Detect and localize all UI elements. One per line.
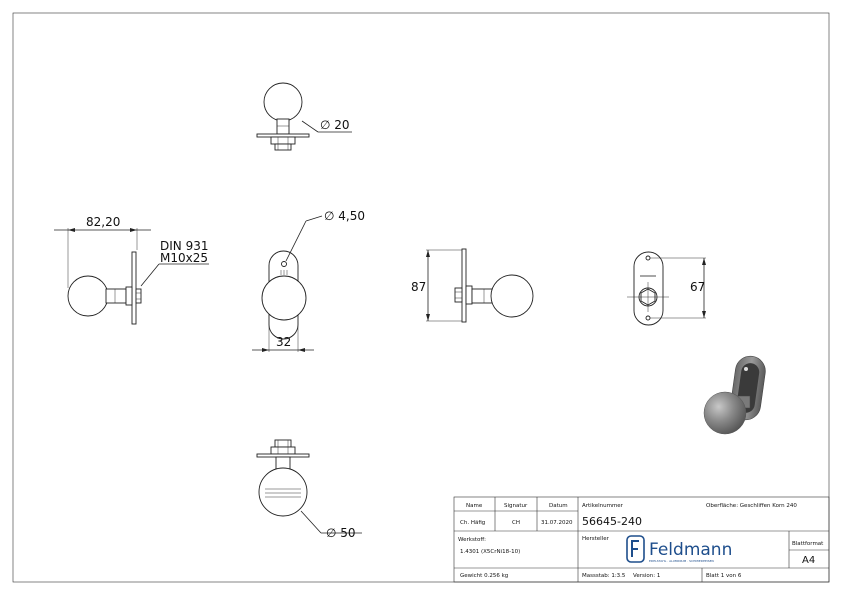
front-view: ∅ 4,50 32: [252, 209, 365, 352]
label-din-931: DIN 931: [160, 239, 208, 253]
right-side-view: 87: [411, 248, 534, 323]
tb-blatt: Blatt 1 von 6: [706, 573, 742, 579]
dim-diameter-20: ∅ 20: [320, 118, 350, 132]
front-view-ball: [261, 275, 307, 321]
top-view-ball: [263, 82, 303, 122]
tb-blattformat-label: Blattformat: [792, 541, 824, 547]
tb-header-signatur: Signatur: [504, 503, 528, 509]
tb-name-value: Ch. Häfig: [460, 520, 485, 526]
front-view-screw-hole: [281, 261, 287, 267]
dim-height-67: 67: [690, 280, 705, 294]
tb-datum-value: 31.07.2020: [541, 520, 573, 526]
title-block: Name Signatur Datum Artikelnummer Oberfl…: [453, 496, 830, 583]
tb-werkstoff-value: 1.4301 (X5CrNi18-10): [460, 549, 520, 555]
feldmann-logo-icon: [626, 535, 645, 563]
bottom-view-plate: [256, 453, 310, 458]
tb-gewicht: Gewicht 0.256 kg: [460, 573, 508, 579]
tb-artikelnummer-value: 56645-240: [582, 515, 642, 528]
right-view-nut: [454, 287, 463, 303]
tb-hersteller-label: Hersteller: [582, 536, 610, 542]
feldmann-logo: Feldmann EDELSTAHL · ALUMINIUM · SCHMIED…: [626, 535, 732, 563]
drawing-frame: [12, 12, 830, 583]
left-view-plate: [131, 251, 137, 325]
isometric-render: [703, 355, 766, 435]
feldmann-brand-tagline: EDELSTAHL · ALUMINIUM · SCHMIEDEEISEN: [649, 559, 714, 563]
tb-version: Version: 1: [633, 573, 660, 579]
tb-header-name: Name: [466, 503, 483, 509]
tb-blattformat-value: A4: [802, 555, 815, 566]
tb-header-artikelnummer: Artikelnummer: [582, 503, 624, 509]
right-view-plate: [461, 248, 467, 323]
dim-length-82-20: 82,20: [86, 215, 120, 229]
dim-diameter-4-50: ∅ 4,50: [324, 209, 365, 223]
tb-signatur-value: CH: [512, 520, 520, 526]
rear-view: 67: [627, 251, 706, 326]
top-view: ∅ 20: [256, 82, 352, 151]
feldmann-brand-name: Feldmann: [649, 540, 732, 560]
render-ball: [703, 391, 747, 435]
dim-height-87: 87: [411, 280, 426, 294]
tb-massstab: Massstab: 1:3.5: [582, 573, 626, 579]
top-view-nut: [270, 136, 296, 145]
label-m10x25: M10x25: [160, 251, 208, 265]
tb-header-datum: Datum: [549, 503, 568, 509]
tb-werkstoff-label: Werkstoff:: [458, 537, 486, 543]
right-view-ball: [490, 274, 534, 318]
bottom-view-ball: [258, 467, 308, 517]
left-side-view: 82,20 DIN 931 M10x25: [54, 215, 209, 325]
dim-width-32: 32: [276, 335, 291, 349]
bottom-view-bolt-head: [274, 439, 292, 448]
bottom-view: ∅ 50: [256, 439, 362, 540]
right-view-neck: [471, 288, 493, 304]
dim-diameter-50: ∅ 50: [326, 526, 356, 540]
left-view-neck: [105, 288, 127, 304]
left-view-ball: [67, 275, 109, 317]
left-view-nut: [125, 286, 133, 306]
top-view-neck: [276, 118, 290, 135]
tb-oberflaeche: Oberfläche: Geschliffen Korn 240: [706, 503, 797, 509]
